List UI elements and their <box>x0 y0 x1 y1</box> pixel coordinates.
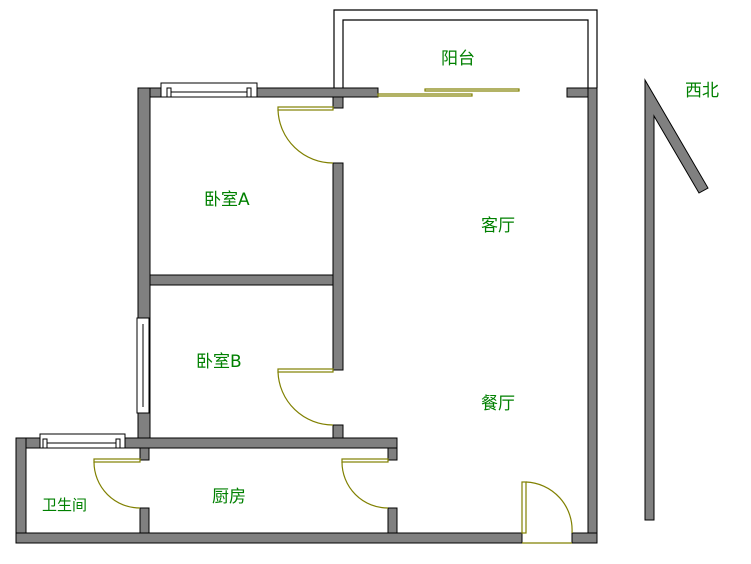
door-kitchen <box>341 458 389 509</box>
window-bathroom <box>39 433 126 449</box>
room-label-bedroom-a: 卧室A <box>204 190 250 210</box>
window-bedroom-a <box>160 82 258 98</box>
door-bedroom-b <box>277 368 334 426</box>
door-bedroom-a <box>277 106 334 164</box>
walls <box>15 87 598 544</box>
door-bathroom <box>93 458 141 509</box>
room-label-bathroom: 卫生间 <box>42 496 88 514</box>
compass-label: 西北 <box>685 81 719 101</box>
room-label-bedroom-b: 卧室B <box>196 352 242 372</box>
window-bedroom-b <box>136 317 150 414</box>
room-label-balcony: 阳台 <box>441 49 475 69</box>
room-label-kitchen: 厨房 <box>212 487 246 507</box>
room-label-living-room: 客厅 <box>481 216 515 236</box>
room-label-dining-room: 餐厅 <box>481 394 515 414</box>
door-entrance <box>521 481 573 544</box>
balcony-outline <box>333 9 598 88</box>
north-arrow-icon <box>644 78 709 521</box>
sliding-door-balcony <box>377 88 520 97</box>
